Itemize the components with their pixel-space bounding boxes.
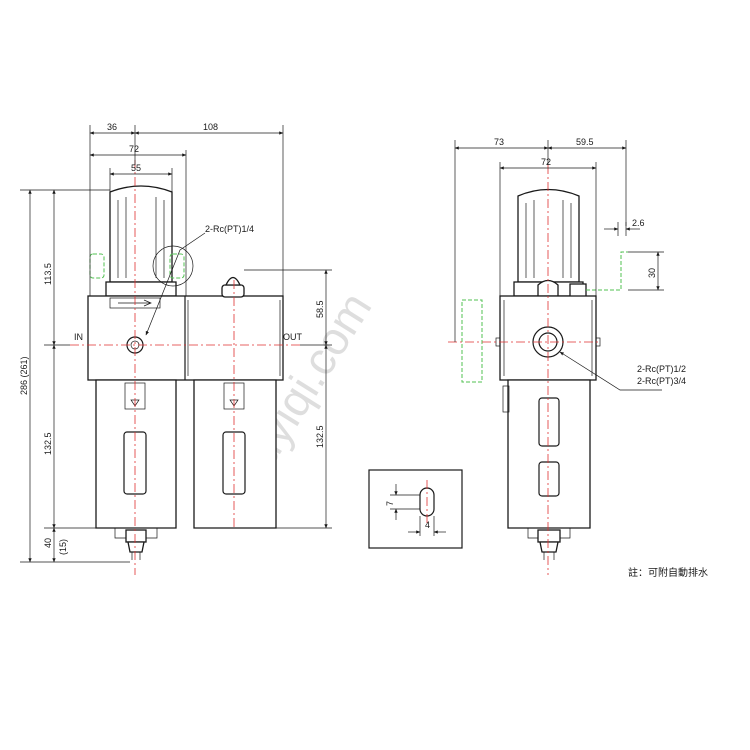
label-out: OUT bbox=[283, 332, 303, 342]
dim-40: 40 bbox=[43, 538, 53, 548]
dim-15: (15) bbox=[58, 539, 68, 555]
dim-2-6: 2.6 bbox=[632, 218, 645, 228]
dim-7: 7 bbox=[385, 501, 395, 506]
dim-108: 108 bbox=[203, 122, 218, 132]
side-view: 2-Rc(PT)1/2 2-Rc(PT)3/4 73 59.5 72 2.6 bbox=[448, 137, 686, 575]
gauge-port-ghost-right bbox=[169, 253, 185, 279]
front-view: 2-Rc(PT)1/4 IN OUT 36 108 72 55 bbox=[19, 122, 332, 575]
dim-286: 286 (261) bbox=[19, 356, 29, 395]
dim-132-5-right: 132.5 bbox=[315, 425, 325, 448]
front-left-dimensions: 286 (261) 113.5 132.5 40 (15) bbox=[19, 189, 130, 563]
dim-73: 73 bbox=[494, 137, 504, 147]
side-top-dimensions: 73 59.5 72 bbox=[454, 137, 627, 342]
dim-132-5-left: 132.5 bbox=[43, 432, 53, 455]
side-ghost-left bbox=[461, 299, 483, 383]
front-right-dimensions: 58.5 132.5 bbox=[244, 269, 332, 529]
regulator-knob bbox=[105, 185, 177, 297]
drain-gauge-top bbox=[221, 276, 245, 298]
dim-4: 4 bbox=[425, 520, 430, 530]
dim-55: 55 bbox=[131, 163, 141, 173]
side-port-callout-1: 2-Rc(PT)1/2 bbox=[637, 364, 686, 374]
dim-72-side: 72 bbox=[541, 157, 551, 167]
side-port-callout-2: 2-Rc(PT)3/4 bbox=[637, 376, 686, 386]
gauge-port-callout: 2-Rc(PT)1/4 bbox=[205, 224, 254, 234]
footnote: 註：可附自動排水 bbox=[628, 566, 708, 579]
slot-detail-frame bbox=[368, 469, 463, 549]
dim-30: 30 bbox=[647, 268, 657, 278]
side-bracket-dimensions: 2.6 30 bbox=[604, 218, 664, 291]
side-bowl bbox=[502, 379, 591, 539]
gauge-port-callout-circle bbox=[152, 245, 194, 287]
dim-113-5: 113.5 bbox=[43, 263, 53, 285]
dim-59-5: 59.5 bbox=[576, 137, 594, 147]
gauge-port-ghost-left bbox=[89, 253, 105, 279]
slot-detail: 7 4 bbox=[368, 469, 463, 549]
drain-valve bbox=[125, 529, 147, 560]
dim-36: 36 bbox=[107, 122, 117, 132]
side-drain-valve bbox=[537, 529, 561, 560]
dim-58-5: 58.5 bbox=[315, 300, 325, 318]
label-in: IN bbox=[74, 332, 83, 342]
dim-72-front: 72 bbox=[129, 144, 139, 154]
front-top-dimensions: 36 108 72 55 bbox=[89, 122, 284, 296]
side-ghost-bracket bbox=[586, 251, 628, 291]
filter-bowl bbox=[193, 379, 277, 529]
regulator-bowl bbox=[95, 379, 177, 539]
